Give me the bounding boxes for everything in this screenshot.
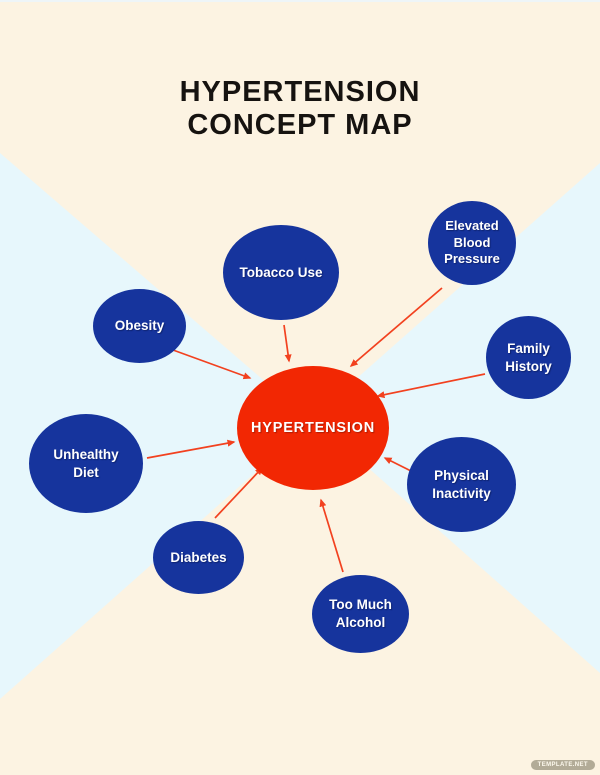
template-net-watermark: TEMPLATE.NET [530,760,595,770]
right-blue-triangle [312,163,600,673]
node-label: Obesity [114,318,165,334]
node-tobacco-use: Tobacco Use [223,225,339,320]
node-obesity: Obesity [93,289,186,363]
arrow-elevated-blood-pressure [349,287,443,367]
arrow-family-history [376,373,486,399]
arrow-tobacco-use [283,324,292,363]
top-edge-strip [0,0,600,2]
page-title-line1: HYPERTENSION [179,76,421,108]
center-node-label: HYPERTENSION [250,419,375,436]
node-unhealthy-diet: Unhealthy Diet [29,414,143,513]
page-title: HYPERTENSION CONCEPT MAP [0,76,600,142]
node-label: Physical Inactivity [432,467,491,501]
node-label: Diabetes [170,549,227,565]
arrow-diabetes [214,466,264,519]
node-elevated-blood-pressure: Elevated Blood Pressure [428,201,516,285]
node-physical-inactivity: Physical Inactivity [407,437,516,532]
node-label: Unhealthy Diet [53,446,119,480]
arrow-unhealthy-diet [146,439,236,459]
node-label: Tobacco Use [239,264,323,280]
node-label: Family History [505,340,552,374]
left-blue-triangle [0,153,312,699]
arrow-physical-inactivity [383,457,414,473]
center-node-hypertension: HYPERTENSION [237,366,389,490]
node-label: Too Much Alcohol [329,597,392,630]
arrow-too-much-alcohol [319,498,344,573]
node-diabetes: Diabetes [153,521,244,594]
page-title-line2: CONCEPT MAP [187,109,413,141]
node-family-history: Family History [486,316,571,399]
arrow-obesity [172,349,252,380]
watermark-label: TEMPLATE.NET [537,762,588,768]
node-too-much-alcohol: Too Much Alcohol [312,575,409,653]
node-label: Elevated Blood Pressure [444,217,500,267]
